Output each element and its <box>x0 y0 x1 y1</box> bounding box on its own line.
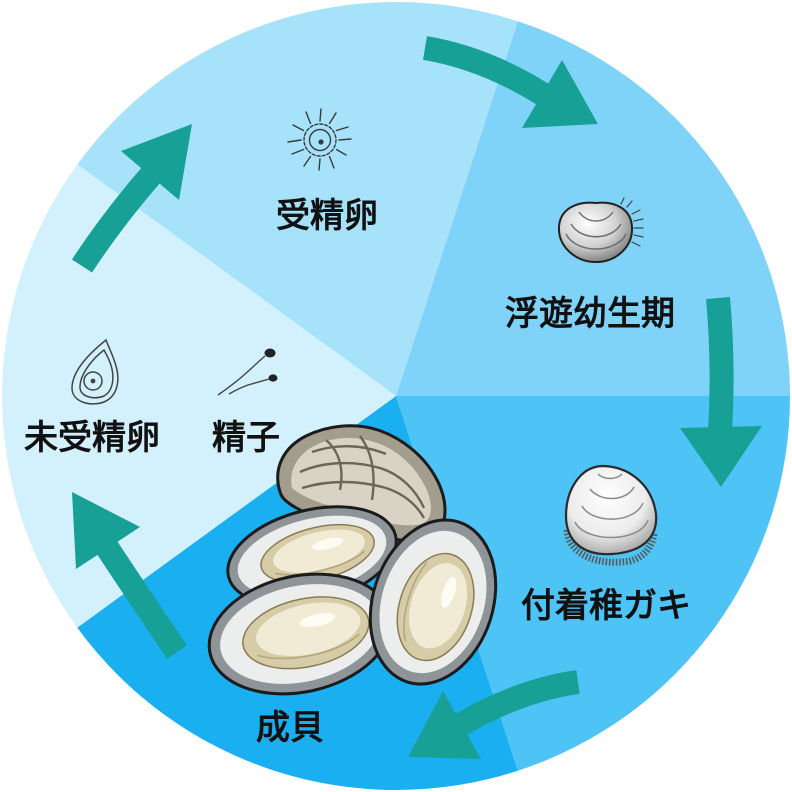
label-sperm: 精子 <box>212 418 280 458</box>
egg-cell <box>83 371 103 391</box>
fertilized-egg-icon <box>287 108 352 171</box>
sperm-head <box>264 348 276 358</box>
larva-cilia <box>620 197 644 247</box>
arrow-head <box>522 60 598 128</box>
sperm-tail <box>217 355 266 396</box>
mantle-line <box>274 550 365 576</box>
egg-nucleus <box>318 139 324 145</box>
sperm-head <box>268 374 278 382</box>
cupped-shell-surface <box>291 438 431 526</box>
arrow-gametes-to-fertilized-egg <box>71 124 192 273</box>
meat-highlight <box>299 613 336 628</box>
stage-labels: 受精卵 浮遊幼生期 付着稚ガキ 成貝 未受精卵 精子 <box>24 196 691 748</box>
arrow-spat-to-adult <box>408 670 580 759</box>
unfertilized-egg-icon <box>71 338 119 405</box>
arrow-fertilized-egg-to-larva <box>422 36 598 128</box>
egg-nucleus <box>90 378 96 384</box>
arrow-shaft <box>706 296 734 433</box>
oyster-open-right <box>368 518 498 686</box>
spat-fringe <box>563 529 658 566</box>
arrow-shaft <box>453 670 580 736</box>
arrow-adult-to-gametes <box>72 492 187 659</box>
label-floating-larva: 浮遊幼生期 <box>505 294 675 334</box>
arrow-shaft <box>422 36 551 106</box>
sector-fertilized-egg <box>77 2 518 397</box>
oyster-open-middle <box>226 505 398 607</box>
arrow-shaft <box>95 539 187 659</box>
mantle-line <box>403 561 428 642</box>
larva-shell <box>557 201 634 264</box>
label-unfertilized-egg: 未受精卵 <box>24 418 160 458</box>
label-attached-spat: 付着稚ガキ <box>521 586 691 626</box>
egg-inner-membrane <box>79 348 114 399</box>
egg-rays <box>287 108 352 171</box>
cupped-shell-ridges <box>299 435 426 519</box>
arrow-head <box>121 124 192 200</box>
cycle-arrows <box>71 36 762 759</box>
label-fertilized-egg: 受精卵 <box>276 196 378 236</box>
adult-oysters-icon <box>207 424 498 696</box>
sperm-tail <box>228 378 270 395</box>
arrow-head <box>72 492 140 569</box>
meat-highlight <box>311 537 344 551</box>
arrow-head <box>680 426 762 487</box>
larva-growth-lines <box>565 211 627 250</box>
egg-outer-membrane <box>71 338 119 405</box>
sector-attached-spat <box>396 396 790 771</box>
oyster-open-bottom <box>207 572 393 696</box>
mantle-line <box>257 633 360 660</box>
floating-larva-shell-icon <box>557 197 644 264</box>
arrow-larva-to-spat <box>680 296 762 487</box>
egg-membrane <box>303 123 337 157</box>
meat-highlight <box>441 577 457 608</box>
egg-cell <box>308 128 332 152</box>
attached-spat-shell-icon <box>563 464 658 566</box>
spat-growth-lines <box>574 473 649 539</box>
arrow-shaft <box>71 166 162 273</box>
label-adult: 成貝 <box>256 708 324 748</box>
sperm-icon <box>217 348 278 396</box>
arrow-head <box>408 691 481 759</box>
